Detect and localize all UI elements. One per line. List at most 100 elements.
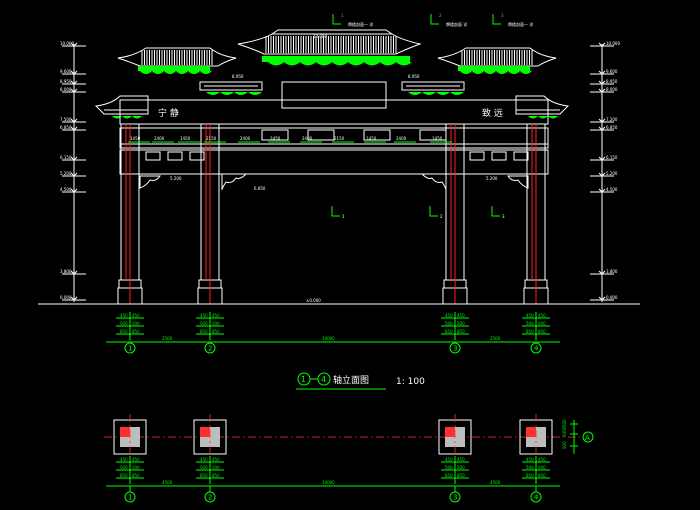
axis-bubble-4: 4 <box>534 345 539 353</box>
drawing-title: 1 4 轴立面图 1: 100 <box>296 372 425 390</box>
column-dim: 500 <box>132 321 140 326</box>
column-dim: 500 <box>212 321 220 326</box>
ground-label: ±0.000 <box>306 298 321 303</box>
left-upper-roof <box>117 47 237 74</box>
column-dim: 500 <box>526 321 534 326</box>
plan-side-dim: 500 <box>562 441 567 449</box>
span-dim: 1450 <box>366 136 377 141</box>
center-roof: 10.000 <box>237 29 422 66</box>
column-dim: 500 <box>120 321 128 326</box>
column-dim: 500 <box>200 465 208 470</box>
column-dim: 850 <box>200 329 208 334</box>
elevation-level: 6.150 <box>60 155 72 160</box>
column-dim: 450 <box>526 457 534 462</box>
cut-mark-2: 2 <box>440 214 443 219</box>
plan-column-dims: 450 450 500 500 850 850 450 450 500 500 850 850 450 4… <box>116 456 550 484</box>
column-dim: 450 <box>120 457 128 462</box>
span-dim: 2150 <box>206 136 217 141</box>
plaque-left-text: 宁 静 <box>158 107 179 119</box>
cut-mark-1: 1 <box>342 214 345 219</box>
span-dim: 1450 <box>130 136 141 141</box>
roof-label-center: 10.000 <box>313 34 327 39</box>
plan-overall-1: 4500 <box>162 480 173 485</box>
elevation-markers-left: 10.0009.6008.9508.0007.5006.8506.1505.20… <box>60 41 86 302</box>
axis-bubble-2: 2 <box>208 345 212 353</box>
elevation-level: 8.000 <box>60 87 72 92</box>
axis-bubble-1: 1 <box>128 345 132 353</box>
elevation-markers-right: 10.0009.6008.9508.0007.2006.8506.1505.20… <box>590 41 620 302</box>
column-dim: 500 <box>212 465 220 470</box>
elevation-level: 5.200 <box>606 171 618 176</box>
plan-overall-dims: 4500 10000 4500 <box>106 480 560 487</box>
column-dim: 850 <box>132 473 140 478</box>
column-dim: 500 <box>526 465 534 470</box>
plan-side-dim: 500 <box>562 419 567 427</box>
beam-label-center: 6.850 <box>254 186 266 191</box>
elevation-level: 8.000 <box>606 87 618 92</box>
elevation-level: 9.600 <box>606 69 618 74</box>
inner-roofs: 8.950 8.950 <box>199 74 465 95</box>
lintel-panel <box>363 129 391 141</box>
lower-panel <box>513 151 529 161</box>
column-dim: 450 <box>212 457 220 462</box>
column-dim: 500 <box>445 321 453 326</box>
span-dim: 1450 <box>432 136 443 141</box>
beam-label-left: 5.200 <box>170 176 182 181</box>
column-dim: 450 <box>132 457 140 462</box>
elevation-level: 0.000 <box>60 295 72 300</box>
elevation-level: 3.800 <box>606 269 618 274</box>
span-dim: 2400 <box>302 136 313 141</box>
column-dim: 500 <box>538 321 546 326</box>
column-dim: 450 <box>200 313 208 318</box>
section-mark-2-label: 牌楼剖面 详 <box>446 21 467 27</box>
axis-bubble-4: 4 <box>534 494 539 502</box>
gate-frame: 宁 静 致 远 6.850 5.200 5.200 ±0.000 <box>38 81 640 305</box>
column-dim: 500 <box>457 321 465 326</box>
column-dim: 850 <box>538 473 546 478</box>
section-mark-2: 2 牌楼剖面 详 <box>430 13 467 27</box>
elevation-level: 5.200 <box>60 171 72 176</box>
elev-overall-1: 2500 <box>162 336 173 341</box>
elevation-level: 4.500 <box>60 187 72 192</box>
section-mark-3: 3 牌楼剖面一 详 <box>492 13 533 27</box>
lower-panel <box>145 151 161 161</box>
section-mark-1: 1 牌楼剖面一 详 <box>332 13 373 27</box>
plan-overall-2: 10000 <box>322 480 335 485</box>
column-dim: 850 <box>132 329 140 334</box>
lintel-panel <box>307 129 335 141</box>
lower-panel <box>167 151 183 161</box>
axis-bubble-1: 1 <box>128 494 132 502</box>
column-dim: 500 <box>538 465 546 470</box>
column-dim: 850 <box>200 473 208 478</box>
plan-column-3 <box>438 414 472 460</box>
column-dim: 850 <box>526 329 534 334</box>
span-dim: 2150 <box>334 136 345 141</box>
column-dim: 500 <box>132 465 140 470</box>
elev-overall-2: 10000 <box>322 336 335 341</box>
column-dim: 450 <box>538 457 546 462</box>
span-dim: 2400 <box>396 136 407 141</box>
right-upper-roof <box>437 47 557 74</box>
elevation-level: 9.600 <box>60 69 72 74</box>
column-dim: 450 <box>120 313 128 318</box>
elevation-overall-dims: 2500 10000 2500 <box>106 336 560 343</box>
column-4 <box>523 123 549 305</box>
elevation-level: 0.000 <box>606 295 618 300</box>
roof-label-left: 8.950 <box>232 74 244 79</box>
elevation-level: 4.500 <box>606 187 618 192</box>
elev-overall-3: 2500 <box>490 336 501 341</box>
column-dim: 450 <box>212 313 220 318</box>
column-dim: 500 <box>200 321 208 326</box>
title-axis-to: 4 <box>321 375 326 384</box>
section-mark-3-num: 3 <box>501 13 504 18</box>
lower-panel <box>189 151 205 161</box>
roof-label-right: 8.950 <box>408 74 420 79</box>
cut-mark-3: 3 <box>502 214 505 219</box>
column-dim: 850 <box>120 473 128 478</box>
column-dim: 450 <box>457 313 465 318</box>
span-dim: 2400 <box>240 136 251 141</box>
